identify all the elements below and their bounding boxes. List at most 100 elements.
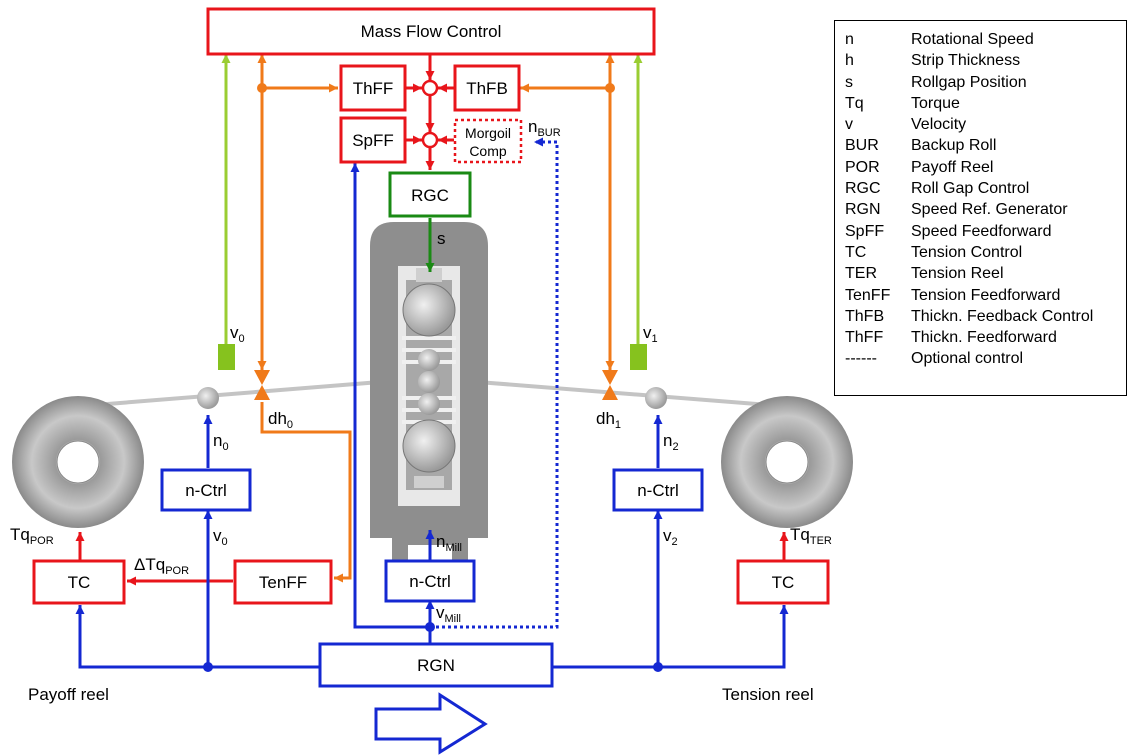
label-n-bur: nBUR xyxy=(528,117,561,139)
morgoil-label-line-1: Morgoil xyxy=(465,125,511,141)
legend-item: SpFF Speed Feedforward xyxy=(845,221,1126,242)
rgc-block: RGC xyxy=(388,171,472,218)
tc-right-label: TC xyxy=(772,573,795,592)
legend-desc: Payoff Reel xyxy=(911,158,994,176)
thff-label: ThFF xyxy=(353,79,394,98)
legend-abbr: TER xyxy=(845,265,877,283)
deflector-roll-left xyxy=(197,387,219,409)
tenff-block: TenFF xyxy=(233,559,333,605)
blue-node-mill xyxy=(425,622,435,632)
rgc-label: RGC xyxy=(411,186,449,205)
legend-desc: Backup Roll xyxy=(911,137,997,155)
green-signal-lines xyxy=(221,54,643,344)
tc-left-label: TC xyxy=(68,573,91,592)
label-v-mill: vMill xyxy=(436,603,461,625)
legend-desc: Tension Feedforward xyxy=(911,286,1061,304)
legend-item: ThFF Thickn. Feedforward xyxy=(845,327,1126,348)
legend-item: POR Payoff Reel xyxy=(845,157,1126,178)
thfb-block: ThFB xyxy=(453,64,521,112)
tc-left-block: TC xyxy=(32,559,126,605)
legend-abbr: ThFF xyxy=(845,329,884,347)
orange-node-right xyxy=(605,83,615,93)
deflector-roll-right xyxy=(645,387,667,409)
legend-item: RGC Roll Gap Control xyxy=(845,178,1126,199)
legend-desc: Thickn. Feedback Control xyxy=(911,307,1094,325)
legend-item: v Velocity xyxy=(845,114,1126,135)
thfb-label: ThFB xyxy=(466,79,508,98)
summing-junction-bottom xyxy=(421,131,439,149)
blue-node-right xyxy=(653,662,663,672)
flow-direction-arrow xyxy=(374,692,488,755)
n-ctrl-mill-label: n-Ctrl xyxy=(409,572,451,591)
tension-reel-caption: Tension reel xyxy=(722,685,814,704)
legend-abbr: s xyxy=(845,73,853,91)
legend-desc: Optional control xyxy=(911,350,1024,368)
label-n-mill: nMill xyxy=(436,532,462,554)
legend-abbr: BUR xyxy=(845,137,879,155)
n-ctrl-left-label: n-Ctrl xyxy=(185,481,227,500)
blue-signal-lines xyxy=(75,137,789,669)
tension-reel-coil xyxy=(721,396,853,528)
mass-flow-control-block: Mass Flow Control xyxy=(206,7,656,56)
label-v2-bottom: v2 xyxy=(663,526,678,548)
red-signal-lines xyxy=(75,54,789,586)
rgn-label: RGN xyxy=(417,656,455,675)
payoff-reel-caption: Payoff reel xyxy=(28,685,109,704)
blue-node-left xyxy=(203,662,213,672)
morgoil-label-line-2: Comp xyxy=(469,143,507,159)
legend-item: ------ Optional control xyxy=(845,348,1126,369)
thickness-gauge-left xyxy=(254,370,270,400)
legend-item: s Rollgap Position xyxy=(845,72,1126,93)
legend-desc: Velocity xyxy=(911,116,967,134)
legend-abbr: ------ xyxy=(845,350,877,368)
thickness-gauge-right xyxy=(602,370,618,400)
legend-desc: Speed Feedforward xyxy=(911,222,1052,240)
legend-desc: Thickn. Feedforward xyxy=(911,329,1057,347)
legend-desc: Rollgap Position xyxy=(911,73,1027,91)
legend-desc: Strip Thickness xyxy=(911,52,1021,70)
thff-block: ThFF xyxy=(339,64,407,112)
mass-flow-control-label: Mass Flow Control xyxy=(361,22,502,41)
label-dh1: dh1 xyxy=(596,409,621,431)
morgoil-comp-block: Morgoil Comp xyxy=(453,118,523,164)
legend-item: TER Tension Reel xyxy=(845,263,1126,284)
legend-desc: Roll Gap Control xyxy=(911,180,1030,198)
n-ctrl-left-block: n-Ctrl xyxy=(160,468,252,512)
spff-block: SpFF xyxy=(339,116,407,164)
label-delta-tq-por: ΔTqPOR xyxy=(134,555,189,577)
label-s: s xyxy=(437,229,446,248)
label-n0: n0 xyxy=(213,431,229,453)
legend-abbr: RGC xyxy=(845,180,881,198)
legend-desc: Rotational Speed xyxy=(911,31,1034,48)
legend-abbr: SpFF xyxy=(845,222,885,240)
label-dh0: dh0 xyxy=(268,409,293,431)
legend-abbr: RGN xyxy=(845,201,881,219)
tc-right-block: TC xyxy=(736,559,830,605)
payoff-reel-coil xyxy=(12,396,144,528)
legend-abbr: v xyxy=(845,116,853,134)
n-ctrl-right-label: n-Ctrl xyxy=(637,481,679,500)
speed-sensor-left xyxy=(218,344,235,370)
legend-abbr: POR xyxy=(845,158,880,176)
legend-desc: Tension Reel xyxy=(911,265,1004,283)
spff-label: SpFF xyxy=(352,131,394,150)
orange-node-left xyxy=(257,83,267,93)
label-v0-bottom: v0 xyxy=(213,526,228,548)
legend-abbr: TenFF xyxy=(845,286,891,304)
orange-signal-lines xyxy=(257,54,615,583)
label-tq-por: TqPOR xyxy=(10,525,54,547)
mill-stand xyxy=(370,222,488,560)
legend-abbr: Tq xyxy=(845,94,864,112)
label-v1-top: v1 xyxy=(643,323,658,345)
tenff-label: TenFF xyxy=(259,573,307,592)
speed-sensor-right xyxy=(630,344,647,370)
legend-abbr: h xyxy=(845,52,854,70)
summing-junction-top xyxy=(421,79,439,97)
legend-item: BUR Backup Roll xyxy=(845,135,1126,156)
